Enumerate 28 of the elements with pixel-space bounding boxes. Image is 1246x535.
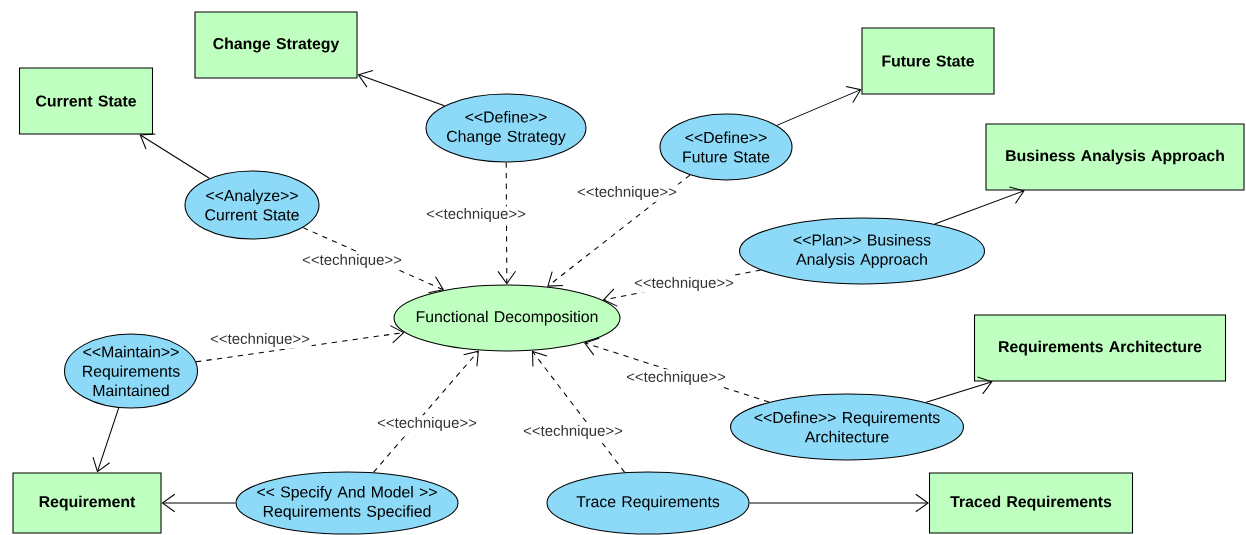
edge-label: <<technique>>: [424, 206, 528, 224]
class-box: Requirement: [12, 472, 162, 534]
class-box: Business Analysis Approach: [985, 123, 1245, 191]
dependency-arrow: [547, 174, 691, 287]
edge-label: <<technique>>: [521, 423, 625, 441]
association-arrow: [139, 133, 210, 179]
class-box: Traced Requirements: [929, 472, 1134, 534]
dependency-arrow: [531, 350, 626, 473]
class-box: Current State: [19, 67, 154, 135]
dependency-arrow: [497, 162, 517, 285]
class-box: Change Strategy: [194, 11, 358, 79]
edge-label: <<technique>>: [375, 415, 479, 433]
edge-label: <<technique>>: [624, 369, 728, 387]
dependency-arrow: [195, 325, 405, 363]
class-box: Future State: [861, 27, 995, 95]
association-arrow: [776, 85, 862, 126]
association-arrow: [934, 186, 1025, 225]
edge-label: <<technique>>: [208, 331, 312, 349]
association-arrow: [161, 493, 236, 513]
edge-label: <<technique>>: [575, 184, 679, 202]
edge-label: <<technique>>: [632, 275, 736, 293]
association-arrow: [357, 70, 445, 107]
association-arrow: [925, 376, 993, 403]
dependency-arrow: [372, 350, 479, 473]
association-arrow: [749, 493, 929, 513]
class-box: Requirements Architecture: [974, 314, 1227, 382]
edge-label: <<technique>>: [300, 252, 404, 270]
association-arrow: [92, 407, 120, 473]
